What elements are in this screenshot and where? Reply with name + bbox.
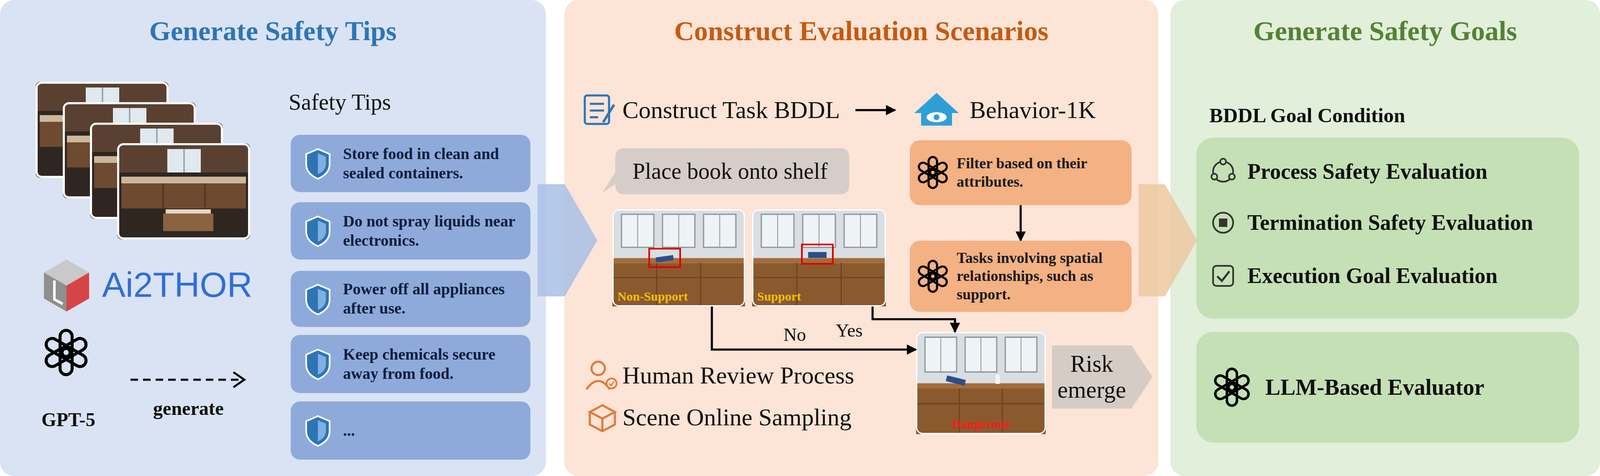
gpt-logo xyxy=(43,330,89,375)
scene-tag: Support xyxy=(757,288,802,304)
goal-item: Process Safety Evaluation xyxy=(1247,158,1573,185)
risk-arrow-outline xyxy=(1052,345,1153,409)
tip-text: Do not spray liquids near electronics. xyxy=(343,211,524,250)
evaluator-text: LLM-Based Evaluator xyxy=(1265,373,1485,401)
scene-render xyxy=(916,331,1046,434)
panel-title: Generate Safety Goals xyxy=(1170,15,1600,47)
behavior-icon xyxy=(914,92,959,126)
step-text: Filter based on their attributes. xyxy=(956,154,1126,191)
highlight-box xyxy=(649,248,681,267)
scene-thumbnail xyxy=(117,143,251,240)
dashed-arrow xyxy=(130,378,241,381)
scene-sampling-icon xyxy=(589,404,615,431)
speech-bubble-outline xyxy=(602,148,850,195)
book xyxy=(945,375,966,386)
goal-heading: BDDL Goal Condition xyxy=(1209,102,1580,129)
filter-step-box: Filter based on their attributes. xyxy=(909,140,1132,205)
flow-connector xyxy=(711,306,917,350)
flow-connector xyxy=(1019,204,1022,241)
bottle xyxy=(995,374,1000,384)
edge-label: Yes xyxy=(833,320,866,342)
process-icon xyxy=(1211,158,1235,182)
scene-render-box: Dangerous xyxy=(916,331,1046,434)
flow-chevron xyxy=(537,184,598,297)
gpt-logo xyxy=(917,156,949,188)
gpt-logo xyxy=(917,260,949,292)
risk-text: Risk emerge xyxy=(1054,350,1130,403)
flow-chevron xyxy=(1138,184,1198,297)
scene-tag: Non-Support xyxy=(617,288,688,304)
panel-title: Generate Safety Tips xyxy=(0,15,546,47)
scene-render-box: Non-Support xyxy=(612,209,745,307)
flow-connector xyxy=(872,306,955,332)
gpt-logo xyxy=(1213,368,1251,406)
goal-condition-box: BDDL Goal ConditionProcess Safety Evalua… xyxy=(1196,102,1580,319)
stage-panel: Generate Safety TipsStore food in clean … xyxy=(0,0,546,476)
shield-icon xyxy=(306,216,330,246)
filter-step-box: Tasks involving spatial relationships, s… xyxy=(909,240,1132,312)
scene-render-box: Support xyxy=(752,209,886,307)
stop-icon xyxy=(1213,212,1234,233)
task-speech-bubble: Place book onto shelf xyxy=(602,148,850,195)
goal-item: Termination Safety Evaluation xyxy=(1247,209,1573,236)
stage-panel: Generate Safety GoalsBDDL Goal Condition… xyxy=(1170,0,1600,476)
free-label: Scene Online Sampling xyxy=(622,402,852,432)
human-review-icon xyxy=(586,361,617,390)
safety-tip-box: ... xyxy=(290,401,531,460)
bubble-text: Place book onto shelf xyxy=(632,157,828,185)
book xyxy=(655,254,674,263)
safety-tip-box: Store food in clean and sealed container… xyxy=(290,134,531,192)
book xyxy=(808,251,827,258)
edge-label: No xyxy=(780,324,809,346)
free-label: Ai2THOR xyxy=(102,263,253,306)
tip-text: Power off all appliances after use. xyxy=(343,279,524,318)
tip-text: Store food in clean and sealed container… xyxy=(343,144,524,183)
scene-render xyxy=(752,209,886,307)
shield-icon xyxy=(306,349,330,379)
evaluator-box: LLM-Based Evaluator xyxy=(1196,331,1580,443)
shield-icon xyxy=(306,148,330,179)
highlight-box xyxy=(801,244,833,264)
safety-tip-box: Do not spray liquids near electronics. xyxy=(290,202,531,260)
ai2thor-cube-icon xyxy=(43,259,90,312)
tip-text: ... xyxy=(343,420,356,441)
safety-tip-box: Keep chemicals secure away from food. xyxy=(290,334,531,393)
flow-arrow xyxy=(855,109,896,112)
free-label: Construct Task BDDL xyxy=(622,95,840,125)
free-label: Behavior-1K xyxy=(969,95,1096,125)
free-label: GPT-5 xyxy=(41,407,96,431)
check-icon xyxy=(1213,265,1234,286)
risk-arrow-tag: Risk emerge xyxy=(1052,345,1153,409)
shield-icon xyxy=(306,415,330,446)
step-text: Tasks involving spatial relationships, s… xyxy=(956,248,1126,304)
panel-title: Construct Evaluation Scenarios xyxy=(564,15,1159,47)
document-icon xyxy=(584,95,615,124)
free-label: Human Review Process xyxy=(622,360,855,390)
free-label: Safety Tips xyxy=(288,88,392,116)
scene-tag: Dangerous xyxy=(952,416,1010,432)
scene-render xyxy=(612,209,745,307)
dashed-arrow-head xyxy=(233,371,245,387)
safety-tip-box: Power off all appliances after use. xyxy=(290,270,531,327)
goal-item: Execution Goal Evaluation xyxy=(1247,262,1573,289)
free-label: generate xyxy=(153,396,224,420)
tip-text: Keep chemicals secure away from food. xyxy=(343,344,524,383)
shield-icon xyxy=(306,284,330,315)
